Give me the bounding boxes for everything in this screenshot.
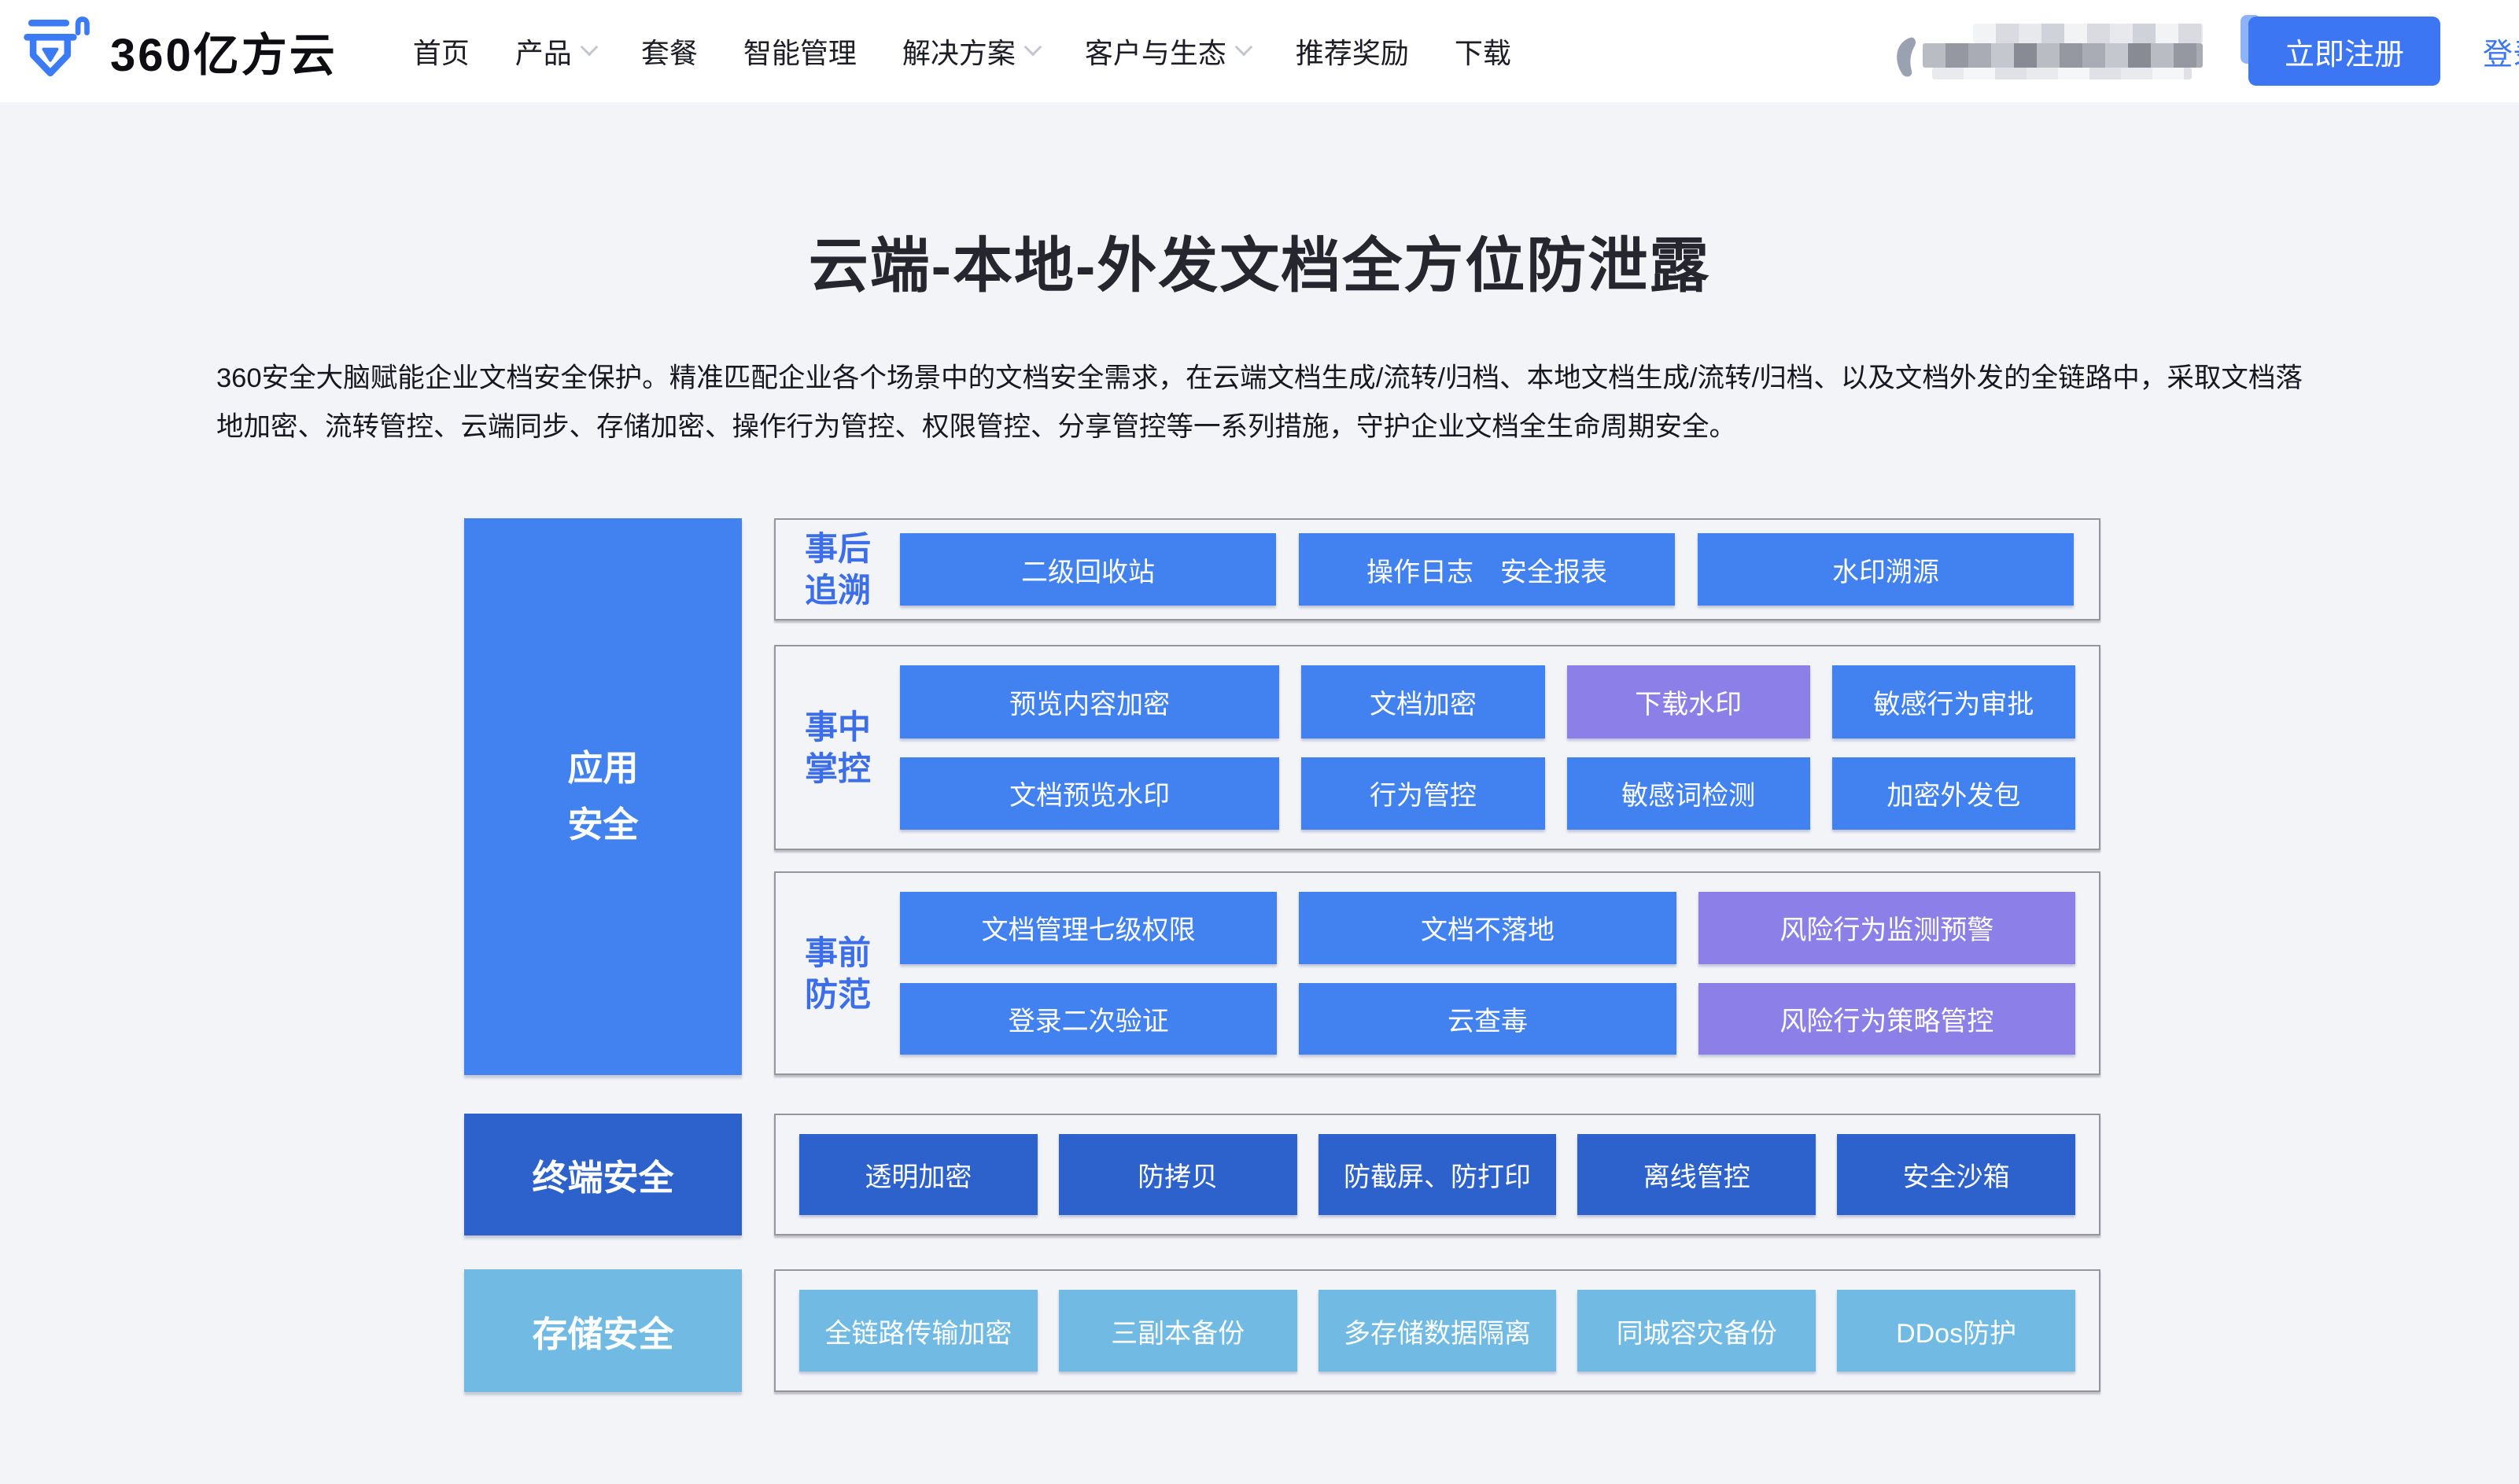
feature-tile: 离线管控 (1577, 1134, 1816, 1215)
feature-tile: 行为管控 (1301, 757, 1545, 830)
censored-phone-number (1886, 23, 2203, 79)
category-terminal-security: 终端安全 (464, 1114, 742, 1235)
category-column: 应用 安全 终端安全 存储安全 (464, 518, 742, 1392)
category-storage-security: 存储安全 (464, 1269, 742, 1392)
stage-in-process-control: 事中 掌控 预览内容加密 文档加密 下载水印 敏感行为审批 文档预览水印 行为管… (774, 645, 2100, 850)
nav-item-download[interactable]: 下载 (1455, 31, 1511, 72)
stage-label: 事中 掌控 (776, 646, 900, 849)
feature-tile: 加密外发包 (1831, 757, 2075, 830)
hero-description: 360安全大脑赋能企业文档安全保护。精准匹配企业各个场景中的文档安全需求，在云端… (216, 363, 2303, 442)
nav-item-plans[interactable]: 套餐 (641, 31, 698, 72)
feature-tile: 水印溯源 (1698, 533, 2074, 606)
pixelated-blur (1972, 23, 2203, 43)
stage-label-line: 防范 (804, 975, 871, 1013)
nav-item-home[interactable]: 首页 (413, 31, 470, 72)
nav-item-label: 客户与生态 (1084, 37, 1226, 69)
feature-tile: 透明加密 (799, 1134, 1038, 1215)
nav-item-solutions[interactable]: 解决方案 (902, 31, 1042, 72)
category-app-security: 应用 安全 (464, 518, 742, 1075)
feature-tile: 操作日志 安全报表 (1299, 533, 1675, 606)
stage-pre-incident-prevention: 事前 防范 文档管理七级权限 文档不落地 风险行为监测预警 登录二次验证 云查毒… (774, 871, 2100, 1075)
stage-storage-security-features: 全链路传输加密 三副本备份 多存储数据隔离 同城容灾备份 DDos防护 (774, 1269, 2100, 1392)
category-label-line: 应用 (567, 748, 639, 788)
feature-tile: 登录二次验证 (900, 982, 1278, 1055)
stage-label-line: 掌控 (804, 749, 871, 787)
stage-terminal-security-features: 透明加密 防拷贝 防截屏、防打印 离线管控 安全沙箱 (774, 1114, 2100, 1235)
feature-tile: 全链路传输加密 (799, 1290, 1038, 1372)
nav-item-smart-management[interactable]: 智能管理 (743, 31, 857, 72)
feature-tile: 敏感词检测 (1566, 757, 1810, 830)
stage-grid: 预览内容加密 文档加密 下载水印 敏感行为审批 文档预览水印 行为管控 敏感词检… (900, 665, 2075, 830)
register-button[interactable]: 立即注册 (2248, 17, 2440, 86)
login-link[interactable]: 登录 (2482, 38, 2519, 72)
nav-item-customers-ecosystem[interactable]: 客户与生态 (1084, 31, 1253, 72)
nav-item-label: 推荐奖励 (1295, 37, 1409, 69)
nav-item-label: 智能管理 (743, 37, 857, 69)
feature-tile: 文档预览水印 (900, 757, 1280, 830)
nav-item-label: 首页 (412, 37, 470, 69)
security-matrix-diagram: 应用 安全 终端安全 存储安全 事后 追溯 (464, 518, 2100, 1392)
chevron-down-icon (1023, 38, 1042, 57)
pixelated-blur (1931, 67, 2192, 79)
feature-tile: 文档加密 (1301, 665, 1545, 738)
feature-tile-highlighted: 风险行为策略管控 (1698, 982, 2075, 1055)
pixelated-blur (1922, 42, 2203, 68)
feature-tile: 安全沙箱 (1837, 1134, 2075, 1215)
feature-tile: 云查毒 (1299, 982, 1676, 1055)
feature-tile-highlighted: 风险行为监测预警 (1698, 892, 2075, 964)
feature-tile: 同城容灾备份 (1577, 1290, 1816, 1372)
category-label-line: 安全 (567, 805, 639, 845)
stage-label: 事后 追溯 (776, 520, 900, 619)
nav-item-products[interactable]: 产品 (514, 31, 599, 72)
stage-grid: 透明加密 防拷贝 防截屏、防打印 离线管控 安全沙箱 (799, 1134, 2075, 1215)
stage-grid: 全链路传输加密 三副本备份 多存储数据隔离 同城容灾备份 DDos防护 (799, 1290, 2075, 1372)
feature-tile: 敏感行为审批 (1831, 665, 2075, 738)
nav-item-label: 解决方案 (902, 37, 1016, 69)
stage-grid: 文档管理七级权限 文档不落地 风险行为监测预警 登录二次验证 云查毒 风险行为策… (900, 892, 2075, 1055)
page-title: 云端-本地-外发文档全方位防泄露 (808, 233, 1711, 300)
chevron-down-icon (1234, 38, 1253, 57)
stage-column: 事后 追溯 二级回收站 操作日志 安全报表 水印溯源 事中 掌控 (774, 518, 2100, 1392)
feature-tile: 防拷贝 (1058, 1134, 1297, 1215)
logo-text: 360亿方云 (110, 30, 337, 81)
logo[interactable]: 360亿方云 (20, 12, 337, 90)
nav-item-label: 下载 (1454, 37, 1511, 69)
nav-right: 立即注册 登录 (1886, 15, 2519, 87)
stage-label-line: 追溯 (804, 572, 871, 609)
feature-tile: 文档不落地 (1299, 892, 1676, 964)
feature-tile: 文档管理七级权限 (900, 892, 1278, 964)
stage-label-line: 事前 (804, 933, 871, 971)
nav-menu: 首页 产品 套餐 智能管理 解决方案 客户与生态 推荐奖励 (413, 31, 1557, 72)
stage-label-line: 事后 (804, 530, 871, 567)
stage-label: 事前 防范 (776, 873, 900, 1073)
stage-after-incident-trace: 事后 追溯 二级回收站 操作日志 安全报表 水印溯源 (774, 518, 2100, 620)
category-label: 存储安全 (532, 1313, 674, 1354)
feature-tile: 多存储数据隔离 (1318, 1290, 1557, 1372)
stage-label-line: 事中 (804, 708, 871, 746)
logo-icon (20, 12, 94, 90)
chevron-down-icon (580, 38, 599, 57)
nav-item-referral-rewards[interactable]: 推荐奖励 (1296, 31, 1409, 72)
hero-section: 云端-本地-外发文档全方位防泄露 360安全大脑赋能企业文档安全保护。精准匹配企… (0, 102, 2519, 1392)
feature-tile: 防截屏、防打印 (1318, 1134, 1557, 1215)
stage-grid: 二级回收站 操作日志 安全报表 水印溯源 (900, 533, 2074, 606)
navbar: 360亿方云 首页 产品 套餐 智能管理 解决方案 客户与生态 (0, 0, 2519, 102)
feature-tile-highlighted: 下载水印 (1566, 665, 1810, 738)
nav-item-label: 产品 (514, 37, 572, 69)
feature-tile: DDos防护 (1837, 1290, 2075, 1372)
feature-tile: 预览内容加密 (900, 665, 1280, 738)
nav-item-label: 套餐 (640, 37, 698, 69)
phone-icon (1886, 33, 1920, 87)
category-label: 终端安全 (532, 1158, 674, 1198)
feature-tile: 二级回收站 (900, 533, 1276, 606)
feature-tile: 三副本备份 (1058, 1290, 1297, 1372)
